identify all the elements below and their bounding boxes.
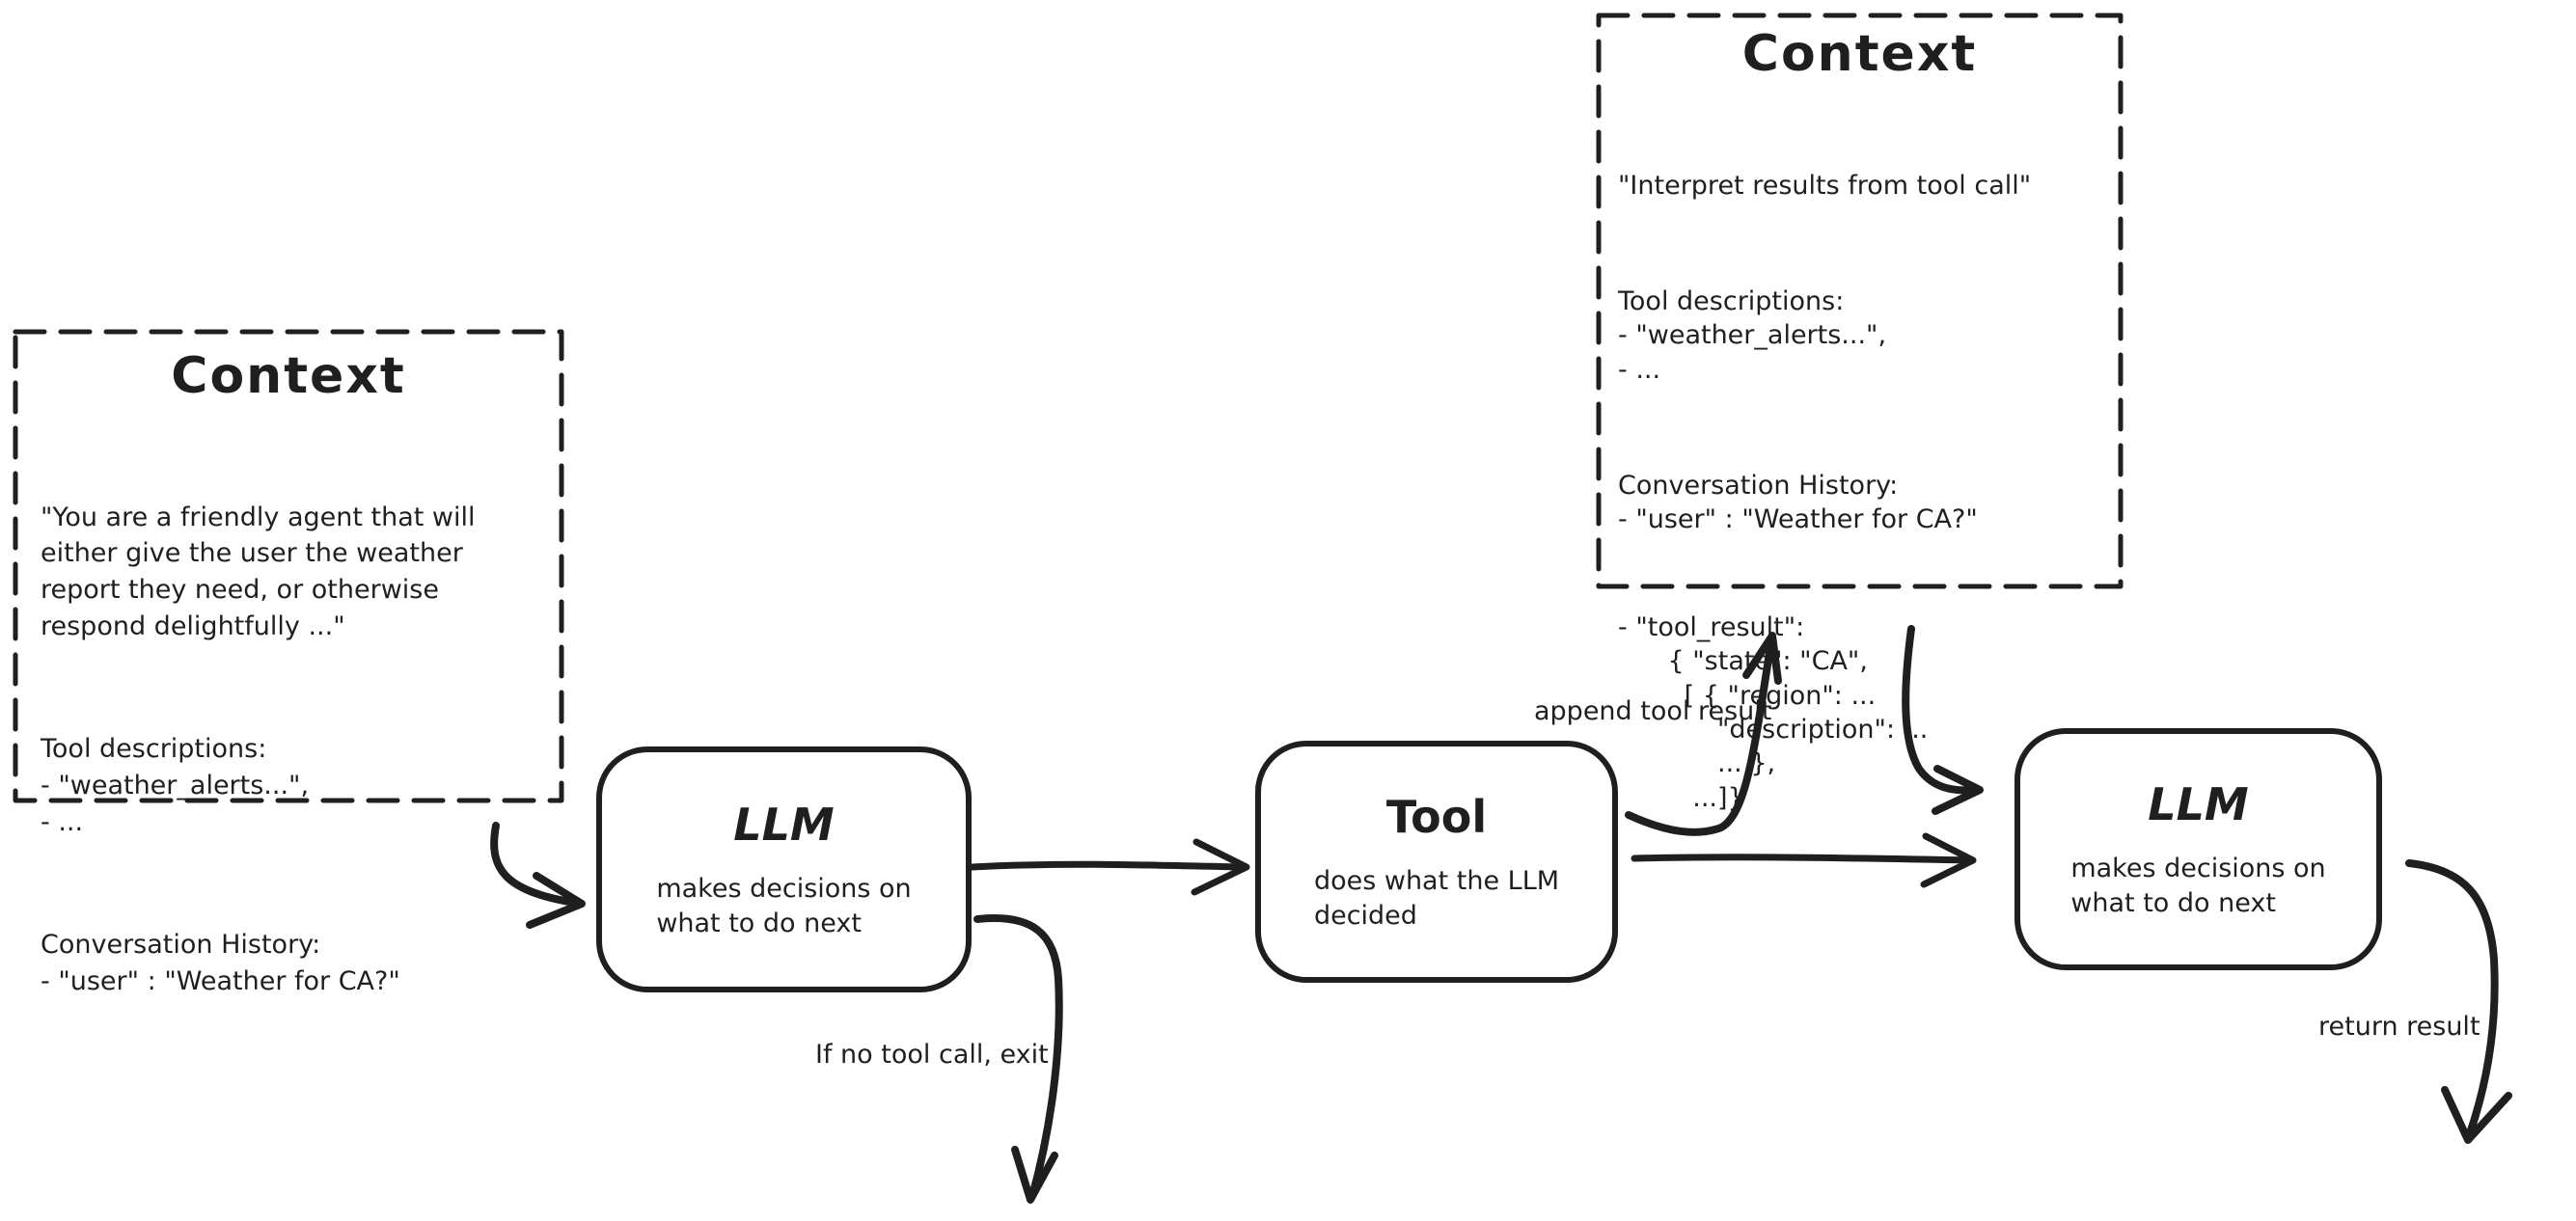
context-top-body: "Interpret results from tool call" Tool … bbox=[1618, 100, 2121, 883]
tool-node-outline bbox=[1255, 741, 1618, 983]
context-top-conversation-history: Conversation History: - "user" : "Weathe… bbox=[1618, 470, 1978, 534]
arrow-tool-to-llm2 bbox=[1631, 832, 1977, 888]
llm-first-node-subtitle: makes decisions on what to do next bbox=[656, 874, 912, 938]
tool-node: Tool does what the LLM decided bbox=[1258, 744, 1615, 980]
context-left-system-prompt: "You are a friendly agent that will eith… bbox=[41, 502, 476, 641]
llm-second-node-subtitle: makes decisions on what to do next bbox=[2070, 854, 2326, 918]
context-left-conversation-history: Conversation History: - "user" : "Weathe… bbox=[41, 930, 400, 997]
context-left-box-outline bbox=[13, 329, 564, 803]
arrow-llm1-to-tool bbox=[969, 838, 1250, 896]
context-top-title: Context bbox=[1741, 25, 1978, 83]
arrow-tool-to-context bbox=[1625, 632, 1782, 836]
context-left-box: Context "You are a friendly agent that w… bbox=[15, 332, 562, 996]
llm-first-node: LLM makes decisions on what to do next bbox=[599, 749, 969, 990]
context-left-tool-descriptions: Tool descriptions: - "weather_alerts..."… bbox=[41, 734, 310, 837]
arrow-context-to-llm2 bbox=[1902, 625, 1984, 815]
no-tool-call-exit-label: If no tool call, exit bbox=[815, 1040, 1049, 1070]
context-left-body: "You are a friendly agent that will eith… bbox=[41, 426, 562, 1073]
llm-first-node-title: LLM bbox=[733, 799, 835, 852]
arrow-llm1-exit bbox=[973, 914, 1063, 1204]
tool-node-subtitle: does what the LLM decided bbox=[1313, 866, 1560, 931]
context-top-tool-result: - "tool_result": { "state": "CA", [ { "r… bbox=[1618, 612, 1929, 813]
llm-first-node-outline bbox=[596, 746, 972, 992]
context-left-title: Context bbox=[171, 347, 406, 405]
llm-second-node-outline bbox=[2014, 728, 2382, 970]
arrow-context-to-llm1 bbox=[490, 822, 586, 929]
tool-node-title: Tool bbox=[1385, 791, 1488, 844]
append-tool-result-label: append tool result bbox=[1534, 696, 1772, 726]
llm-second-node-title: LLM bbox=[2148, 778, 2249, 831]
llm-second-node: LLM makes decisions on what to do next bbox=[2017, 731, 2379, 967]
context-top-box: Context "Interpret results from tool cal… bbox=[1599, 15, 2121, 813]
arrow-llm2-return bbox=[2405, 859, 2512, 1144]
context-top-system-prompt: "Interpret results from tool call" bbox=[1618, 170, 2032, 201]
return-result-label: return result bbox=[2318, 1012, 2480, 1042]
context-top-tool-descriptions: Tool descriptions: - "weather_alerts..."… bbox=[1618, 285, 1887, 385]
